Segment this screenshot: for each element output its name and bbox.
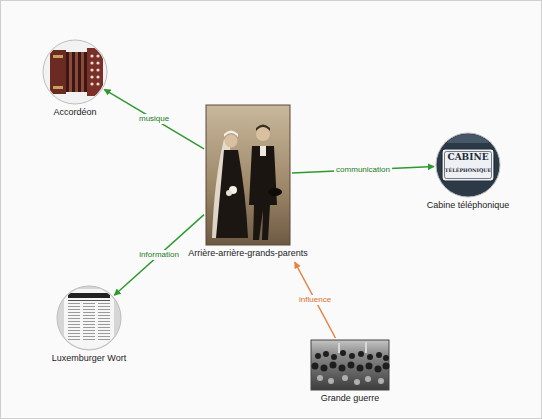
war-node: Grande guerre xyxy=(311,340,389,390)
accordion-picture xyxy=(43,40,107,104)
relation-arrow xyxy=(104,89,204,148)
sign-word: CABINE xyxy=(443,152,493,163)
phone-booth-sign-picture xyxy=(436,133,500,197)
node-caption: Grande guerre xyxy=(319,393,382,404)
phone-booth-node: Cabine téléphonique xyxy=(436,133,500,197)
newspaper-picture xyxy=(57,286,121,351)
newspaper-node: Luxemburger Wort xyxy=(57,286,121,350)
node-caption: Arrière-arrière-grands-parents xyxy=(186,248,310,259)
relation-label: communication xyxy=(334,165,392,175)
relation-label: influence xyxy=(297,295,333,305)
relation-label: musique xyxy=(137,114,171,124)
accordion-node: Accordéon xyxy=(43,40,107,104)
node-caption: Cabine téléphonique xyxy=(425,200,512,211)
relation-arrow xyxy=(295,262,336,338)
war-photo xyxy=(311,340,390,390)
wedding-photo xyxy=(206,105,290,245)
node-caption: Accordéon xyxy=(51,107,98,118)
sign-word: TÉLÉPHONIQUE xyxy=(443,167,493,174)
photo-node: Arrière-arrière-grands-parents xyxy=(206,105,290,245)
relation-label: information xyxy=(137,250,181,260)
node-caption: Luxemburger Wort xyxy=(50,353,128,364)
